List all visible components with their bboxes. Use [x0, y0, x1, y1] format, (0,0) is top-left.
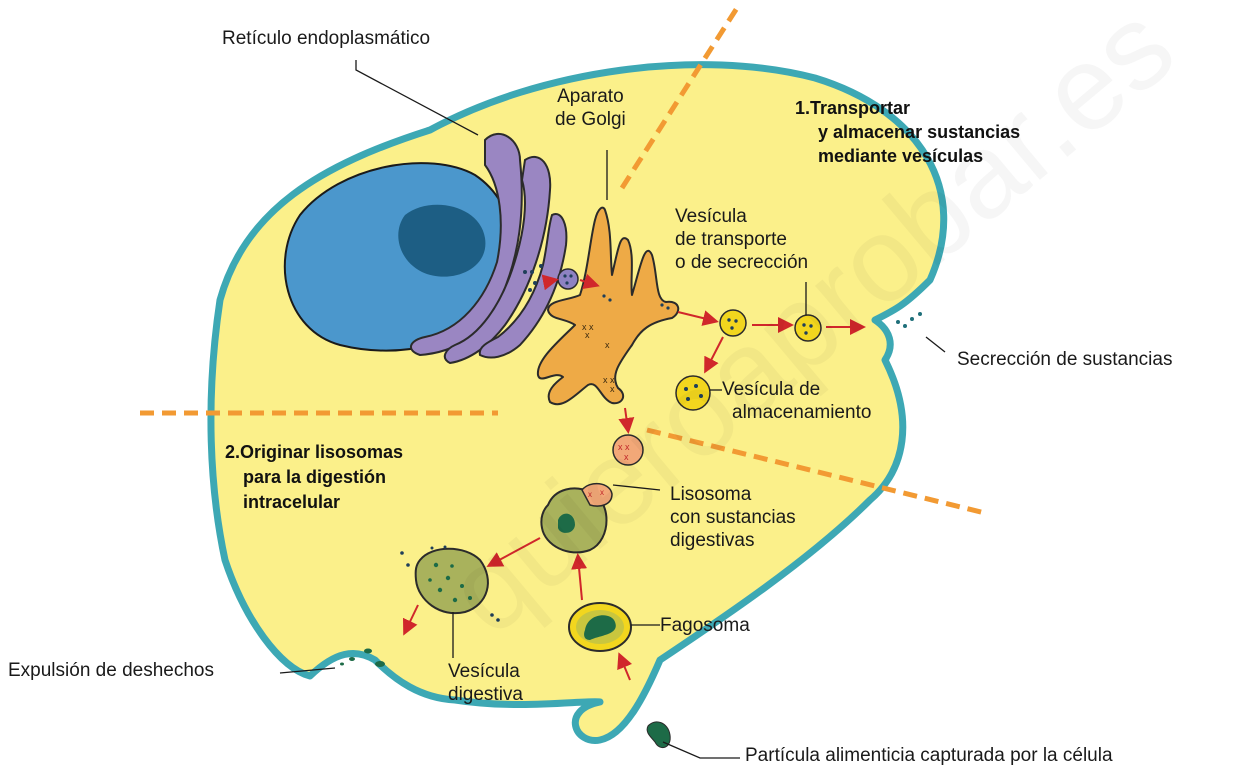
function-2: 2.Originar lisosomas para la digestión i…: [225, 440, 403, 515]
label-vesicula-almacenamiento: Vesícula de almacenamiento: [722, 378, 871, 424]
label-vt-line-1: Vesícula: [675, 205, 808, 228]
svg-text:x: x: [588, 490, 592, 499]
function-1-line-1: Transportar: [810, 98, 910, 118]
label-vd-line-1: Vesícula: [448, 660, 523, 683]
function-1: 1.Transportar y almacenar sustancias med…: [795, 96, 1020, 168]
secreted-particles: [896, 312, 922, 328]
function-2-line-2: para la digestión: [225, 465, 403, 490]
svg-text:x: x: [600, 488, 604, 497]
function-2-line-1: Originar lisosomas: [240, 442, 403, 462]
secretion-vesicle: [795, 315, 821, 341]
label-vd-line-2: digestiva: [448, 683, 523, 706]
function-1-number: 1.: [795, 98, 810, 118]
label-vt-line-2: de transporte: [675, 228, 808, 251]
label-vesicula-digestiva: Vesícula digestiva: [448, 660, 523, 706]
label-va-line-2: almacenamiento: [722, 401, 871, 424]
label-va-line-1: Vesícula de: [722, 378, 871, 401]
label-particula: Partícula alimenticia capturada por la c…: [745, 744, 1113, 767]
label-lisosoma: Lisosoma con sustancias digestivas: [670, 483, 796, 552]
svg-text:x: x: [605, 340, 610, 350]
label-expulsion: Expulsión de deshechos: [8, 659, 214, 682]
function-1-line-3: mediante vesículas: [795, 144, 1020, 168]
function-2-line-3: intracelular: [225, 490, 403, 515]
label-vt-line-3: o de secrección: [675, 251, 808, 274]
lysosome: x x x: [613, 435, 643, 465]
label-lis-line-3: digestivas: [670, 529, 796, 552]
label-golgi-line-1: Aparato: [555, 85, 626, 108]
svg-text:x: x: [624, 452, 629, 462]
function-1-line-2: y almacenar sustancias: [795, 120, 1020, 144]
storage-vesicle: [676, 376, 710, 410]
label-lis-line-1: Lisosoma: [670, 483, 796, 506]
svg-text:x: x: [610, 384, 615, 394]
label-secreccion: Secrección de sustancias: [957, 348, 1172, 371]
label-vesicula-transporte: Vesícula de transporte o de secrección: [675, 205, 808, 274]
label-golgi-line-2: de Golgi: [555, 108, 626, 131]
label-lis-line-2: con sustancias: [670, 506, 796, 529]
svg-text:x x: x x: [618, 442, 630, 452]
function-2-number: 2.: [225, 442, 240, 462]
phagosome: [569, 603, 631, 651]
secretion-vesicle: [720, 310, 746, 336]
er-transport-vesicle: [558, 269, 578, 289]
label-reticulo: Retículo endoplasmático: [222, 27, 430, 50]
label-fagosoma: Fagosoma: [660, 614, 750, 637]
label-golgi: Aparato de Golgi: [555, 85, 626, 131]
svg-text:x: x: [585, 330, 590, 340]
